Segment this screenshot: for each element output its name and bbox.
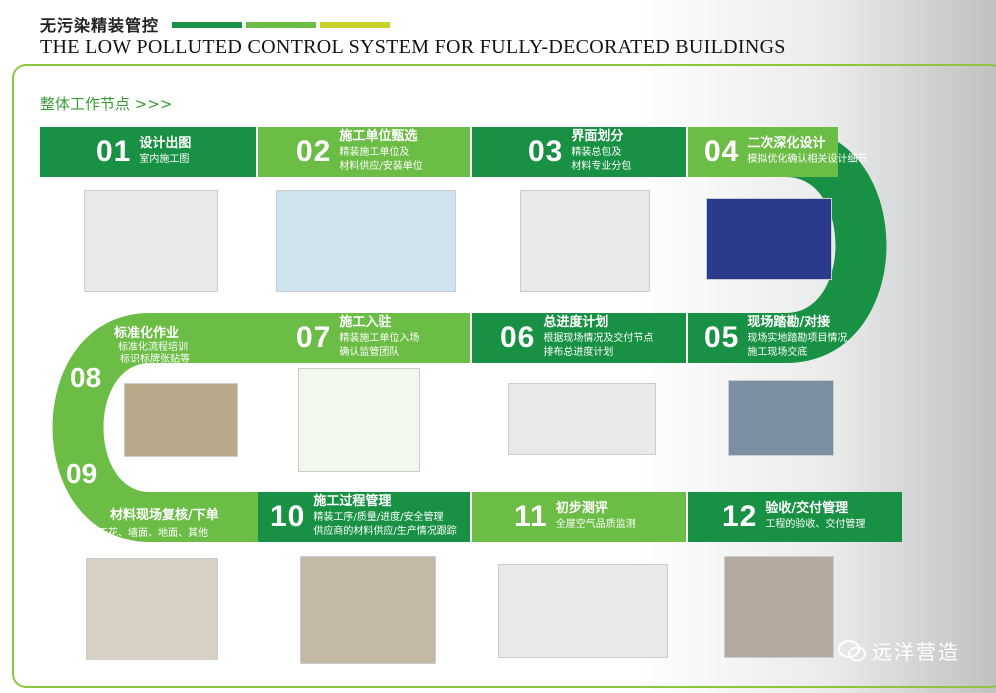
photo-drawing — [84, 190, 218, 292]
brand-name: 远洋营造 — [872, 640, 960, 664]
photo-workshop — [124, 383, 238, 457]
step-number: 06 — [500, 321, 536, 354]
step-desc-2: 确认监管团队 — [339, 347, 400, 358]
step-desc: 现场实地踏勘项目情况 — [747, 333, 848, 344]
photo-spreadsheet — [520, 190, 650, 292]
step-02: 02 施工单位甄选精装施工单位及材料供应/安装单位 — [258, 127, 470, 177]
step-desc: 模拟优化确认相关设计细节 — [747, 154, 868, 165]
step-title: 界面划分 — [571, 129, 624, 144]
brand-logo: 远洋营造 — [838, 636, 960, 665]
step-desc-2: 施工现场交底 — [747, 347, 808, 358]
photo-flowchart — [298, 368, 420, 472]
step-title: 验收/交付管理 — [765, 501, 849, 516]
step-title: 施工入驻 — [339, 315, 392, 330]
page-title-cn: 无污染精装管控 — [40, 16, 160, 35]
curve-left — [52, 313, 258, 542]
step-title: 标准化作业 — [114, 326, 180, 341]
page-title-en: THE LOW POLLUTED CONTROL SYSTEM FOR FULL… — [40, 36, 786, 58]
photo-material-check — [86, 558, 218, 660]
step-title: 施工单位甄选 — [339, 129, 418, 144]
step-number: 09 — [66, 458, 98, 489]
step-desc: 精装施工单位入场 — [339, 333, 420, 344]
step-06: 06 总进度计划根据现场情况及交付节点排布总进度计划 — [472, 313, 686, 363]
step-title: 设计出图 — [139, 136, 192, 151]
photo-gantt — [508, 383, 656, 455]
step-desc-2: 供应商的材料供应/生产情况跟踪 — [313, 526, 457, 537]
step-number: 10 — [270, 500, 306, 533]
step-desc: 精装工序/质量/进度/安全管理 — [313, 512, 444, 523]
step-title: 初步测评 — [555, 501, 608, 516]
step-number: 11 — [514, 500, 548, 533]
step-desc-2: 排布总进度计划 — [543, 347, 614, 358]
step-title: 材料现场复核/下单 — [110, 508, 219, 523]
step-desc: 精装施工单位及 — [339, 147, 410, 158]
photo-construction — [300, 556, 436, 664]
step-desc: 标准化流程培训 — [118, 342, 188, 353]
step-title: 现场踏勘/对接 — [747, 315, 831, 330]
title-bar-1 — [172, 22, 242, 28]
step-number: 04 — [704, 135, 740, 168]
step-number: 05 — [704, 321, 740, 354]
step-05: 05 现场踏勘/对接现场实地踏勘项目情况施工现场交底 — [688, 313, 847, 363]
step-07: 07 施工入驻精装施工单位入场确认监管团队 — [258, 313, 470, 363]
step-desc: 根据现场情况及交付节点 — [543, 333, 654, 344]
step-desc-2: 标识标牌张贴等 — [120, 354, 190, 365]
step-desc: 全屋空气品质监测 — [555, 519, 636, 530]
step-04: 04 二次深化设计模拟优化确认相关设计细节 — [688, 127, 867, 177]
content-frame — [12, 64, 996, 688]
title-bar-3 — [320, 22, 390, 28]
photo-meeting — [728, 380, 834, 456]
step-title: 施工过程管理 — [313, 494, 392, 509]
step-12: 12 验收/交付管理工程的验收、交付管理 — [688, 492, 902, 542]
step-title: 二次深化设计 — [747, 136, 826, 151]
curve-right — [688, 127, 887, 363]
step-03: 03 界面划分精装总包及材料专业分包 — [472, 127, 686, 177]
photo-air-test — [498, 564, 668, 658]
step-number: 01 — [96, 135, 132, 168]
step-desc: 天花、墙面、地面、其他 — [98, 528, 208, 539]
section-title: 整体工作节点 >>> — [40, 95, 173, 113]
photo-documents — [276, 190, 456, 292]
wechat-icon — [838, 639, 866, 661]
step-10: 10 施工过程管理精装工序/质量/进度/安全管理供应商的材料供应/生产情况跟踪 — [258, 492, 470, 542]
photo-delivery — [724, 556, 834, 658]
step-desc: 精装总包及 — [571, 147, 622, 158]
step-number: 12 — [722, 500, 758, 533]
step-desc-2: 材料供应/安装单位 — [339, 161, 423, 172]
step-desc-2: 材料专业分包 — [571, 161, 632, 172]
step-desc: 工程的验收、交付管理 — [765, 519, 866, 530]
step-number: 02 — [296, 135, 332, 168]
step-01: 01 设计出图室内施工图 — [40, 127, 256, 177]
step-number: 08 — [70, 362, 102, 393]
step-desc: 室内施工图 — [139, 154, 190, 165]
step-number: 07 — [296, 321, 332, 354]
photo-simulation — [706, 198, 832, 280]
step-number: 03 — [528, 135, 564, 168]
title-bar-2 — [246, 22, 316, 28]
step-title: 总进度计划 — [543, 315, 609, 330]
step-11: 11 初步测评全屋空气品质监测 — [472, 492, 686, 542]
